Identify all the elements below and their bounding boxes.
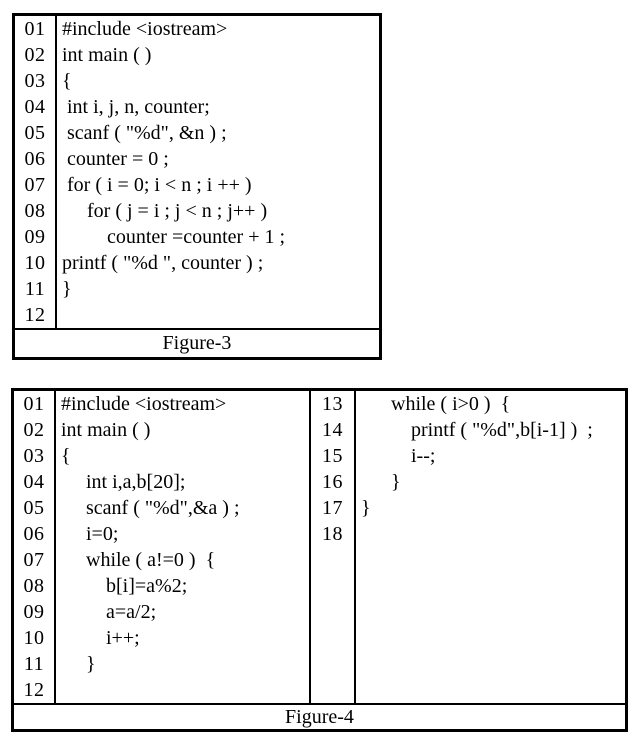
code-line: {: [56, 443, 311, 469]
code-line: [356, 651, 625, 677]
code-line: #include <iostream>: [62, 17, 228, 40]
code-line: while ( a!=0 ) {: [56, 547, 311, 573]
code-line: i=0;: [56, 521, 311, 547]
line-number: 04: [15, 94, 57, 120]
code-line: int main ( ): [56, 417, 311, 443]
line-number: [311, 625, 356, 651]
code-line: }: [361, 496, 371, 519]
line-number: 10: [15, 250, 57, 276]
line-number: 18: [311, 521, 356, 547]
line-number: [311, 547, 356, 573]
figure3-caption: Figure-3: [15, 328, 379, 357]
code-line: printf ( "%d",b[i-1] ) ;: [361, 418, 593, 441]
line-number: 08: [14, 573, 56, 599]
figure4-caption: Figure-4: [14, 703, 625, 729]
code-line: #include <iostream>: [56, 391, 311, 417]
code-line: a=a/2;: [56, 599, 311, 625]
code-line: i++;: [56, 625, 311, 651]
line-number: 11: [14, 651, 56, 677]
code-line: printf ( "%d ", counter ) ;: [62, 251, 264, 274]
line-number: 08: [15, 198, 57, 224]
code-line: [356, 547, 625, 573]
line-number: 02: [15, 42, 57, 68]
line-number: 05: [14, 495, 56, 521]
code-line: }: [56, 651, 311, 677]
code-line: [356, 573, 625, 599]
line-number: [311, 677, 356, 703]
line-number: 06: [15, 146, 57, 172]
line-number: 06: [14, 521, 56, 547]
code-line: i--;: [361, 444, 436, 467]
line-number: 05: [15, 120, 57, 146]
code-line: scanf ( "%d",&a ) ;: [56, 495, 311, 521]
line-number: 15: [311, 443, 356, 469]
code-line: [57, 302, 379, 328]
line-number: [311, 573, 356, 599]
line-number: 09: [15, 224, 57, 250]
line-number: [311, 651, 356, 677]
line-number: 02: [14, 417, 56, 443]
code-line: while ( i>0 ) {: [361, 392, 511, 415]
line-number: 14: [311, 417, 356, 443]
line-number: 01: [14, 391, 56, 417]
figure4-table: 01 #include <iostream> 13 while ( i>0 ) …: [11, 388, 628, 732]
line-number: 12: [14, 677, 56, 703]
code-line: counter =counter + 1 ;: [62, 225, 286, 248]
line-number: 03: [14, 443, 56, 469]
line-number: 01: [15, 16, 57, 42]
line-number: 04: [14, 469, 56, 495]
line-number: 07: [15, 172, 57, 198]
code-line: int i, j, n, counter;: [62, 95, 210, 118]
code-line: int i,a,b[20];: [56, 469, 311, 495]
line-number: 12: [15, 302, 57, 328]
line-number: 07: [14, 547, 56, 573]
line-number: 11: [15, 276, 57, 302]
code-line: [56, 677, 311, 703]
code-line: [356, 599, 625, 625]
line-number: [311, 599, 356, 625]
code-line: b[i]=a%2;: [56, 573, 311, 599]
line-number: 10: [14, 625, 56, 651]
line-number: 16: [311, 469, 356, 495]
line-number: 13: [311, 391, 356, 417]
code-line: for ( j = i ; j < n ; j++ ): [62, 199, 268, 222]
code-line: int main ( ): [62, 43, 152, 66]
code-line: }: [62, 277, 72, 300]
code-line: for ( i = 0; i < n ; i ++ ): [62, 173, 252, 196]
line-number: 03: [15, 68, 57, 94]
code-line: [356, 521, 625, 547]
figure3-table: 01 #include <iostream> 02 int main ( ) 0…: [12, 13, 382, 360]
code-line: {: [62, 69, 72, 92]
code-line: [356, 677, 625, 703]
line-number: 09: [14, 599, 56, 625]
code-line: counter = 0 ;: [62, 147, 169, 170]
code-line: scanf ( "%d", &n ) ;: [62, 121, 227, 144]
code-line: [356, 625, 625, 651]
line-number: 17: [311, 495, 356, 521]
code-line: }: [361, 470, 401, 493]
